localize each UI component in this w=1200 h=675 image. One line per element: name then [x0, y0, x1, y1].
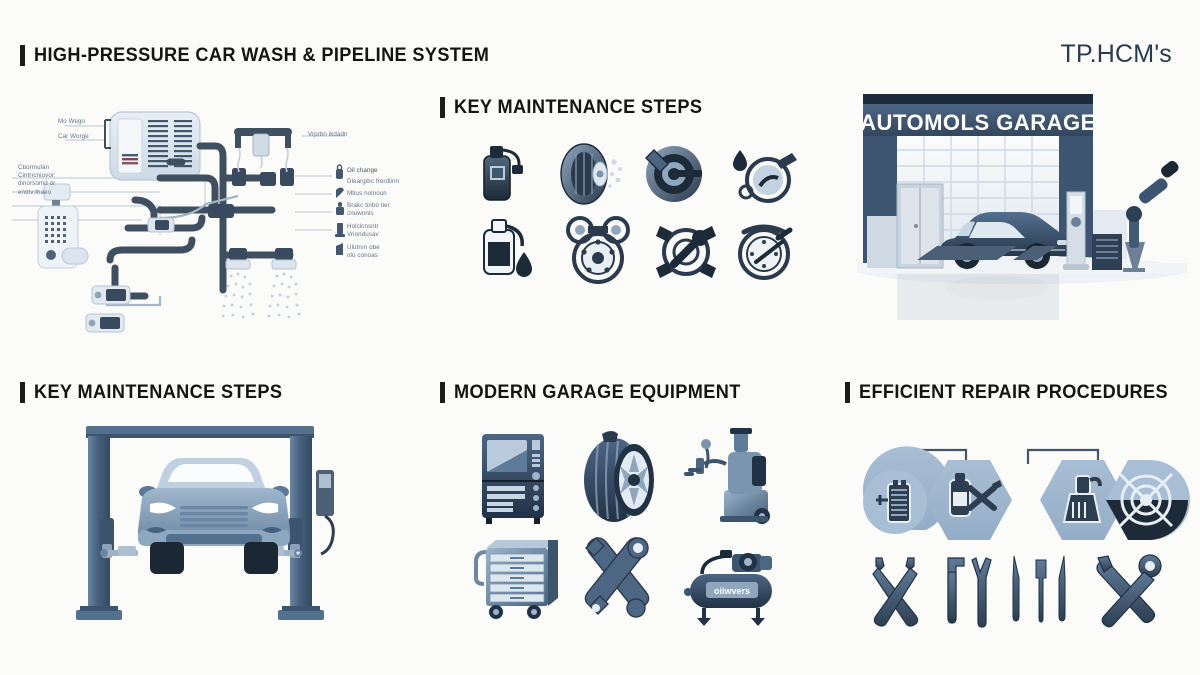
brand-label: TP.HCM's [1060, 40, 1172, 68]
title-accent-bar [440, 97, 445, 118]
section-title-steps-top: KEY MAINTENANCE STEPS [440, 96, 721, 119]
pipeline-label-left-1: Mo Wego [58, 118, 86, 125]
section-title-repair: EFFICIENT REPAIR PROCEDURES [845, 381, 1191, 404]
title-accent-bar [845, 382, 850, 403]
garage-scene-illustration: AUTOMOLS GARAGE [845, 88, 1200, 338]
pipeline-label-right-7: Ulutnın obe olo conoas [347, 244, 380, 260]
pipeline-label-left-3: Cbormulán Cintrıcniuvor: dinorsomd òr en… [18, 164, 56, 196]
section-title-text: MODERN GARAGE EQUIPMENT [454, 381, 741, 403]
equipment-icon-grid: oiiwvers [462, 424, 782, 626]
section-title-steps-bottom: KEY MAINTENANCE STEPS [20, 381, 301, 404]
pipeline-label-right-1: Vrprbn lkdadn [308, 131, 348, 138]
section-title-pipeline: HIGH-PRESSURE CAR WASH & PIPELINE SYSTEM [20, 44, 523, 67]
title-accent-bar [20, 45, 25, 66]
pipeline-label-right-4: Mtius nolnoun [347, 190, 387, 197]
maintenance-icon-grid [462, 138, 797, 284]
garage-sign-text: AUTOMOLS GARAGE [860, 110, 1096, 135]
section-title-text: KEY MAINTENANCE STEPS [454, 96, 703, 118]
compressor-label-text: oiiwvers [714, 586, 750, 596]
title-accent-bar [20, 382, 25, 403]
title-accent-bar [440, 382, 445, 403]
section-title-text: EFFICIENT REPAIR PROCEDURES [859, 381, 1168, 403]
pipeline-label-left-2: Car Worge [58, 133, 89, 140]
pipeline-label-right-6: Holclcnsntr Vriondusav [347, 223, 379, 239]
repair-procedures-illustration [850, 438, 1200, 628]
section-title-text: KEY MAINTENANCE STEPS [34, 381, 283, 403]
pipeline-label-right-3: Dleargibc frerdlinn [347, 178, 400, 185]
section-title-equipment: MODERN GARAGE EQUIPMENT [440, 381, 762, 404]
pipeline-label-right-2: Oil change [347, 167, 378, 174]
pipeline-label-right-5: Brakc tinbo tier cnuwnnls [347, 202, 390, 218]
pipeline-diagram-illustration: Mo Wego Car Worge Cbormulán Cintrıcniuvo… [10, 100, 430, 340]
section-title-text: HIGH-PRESSURE CAR WASH & PIPELINE SYSTEM [34, 44, 490, 66]
two-post-car-lift-illustration [62, 422, 362, 632]
